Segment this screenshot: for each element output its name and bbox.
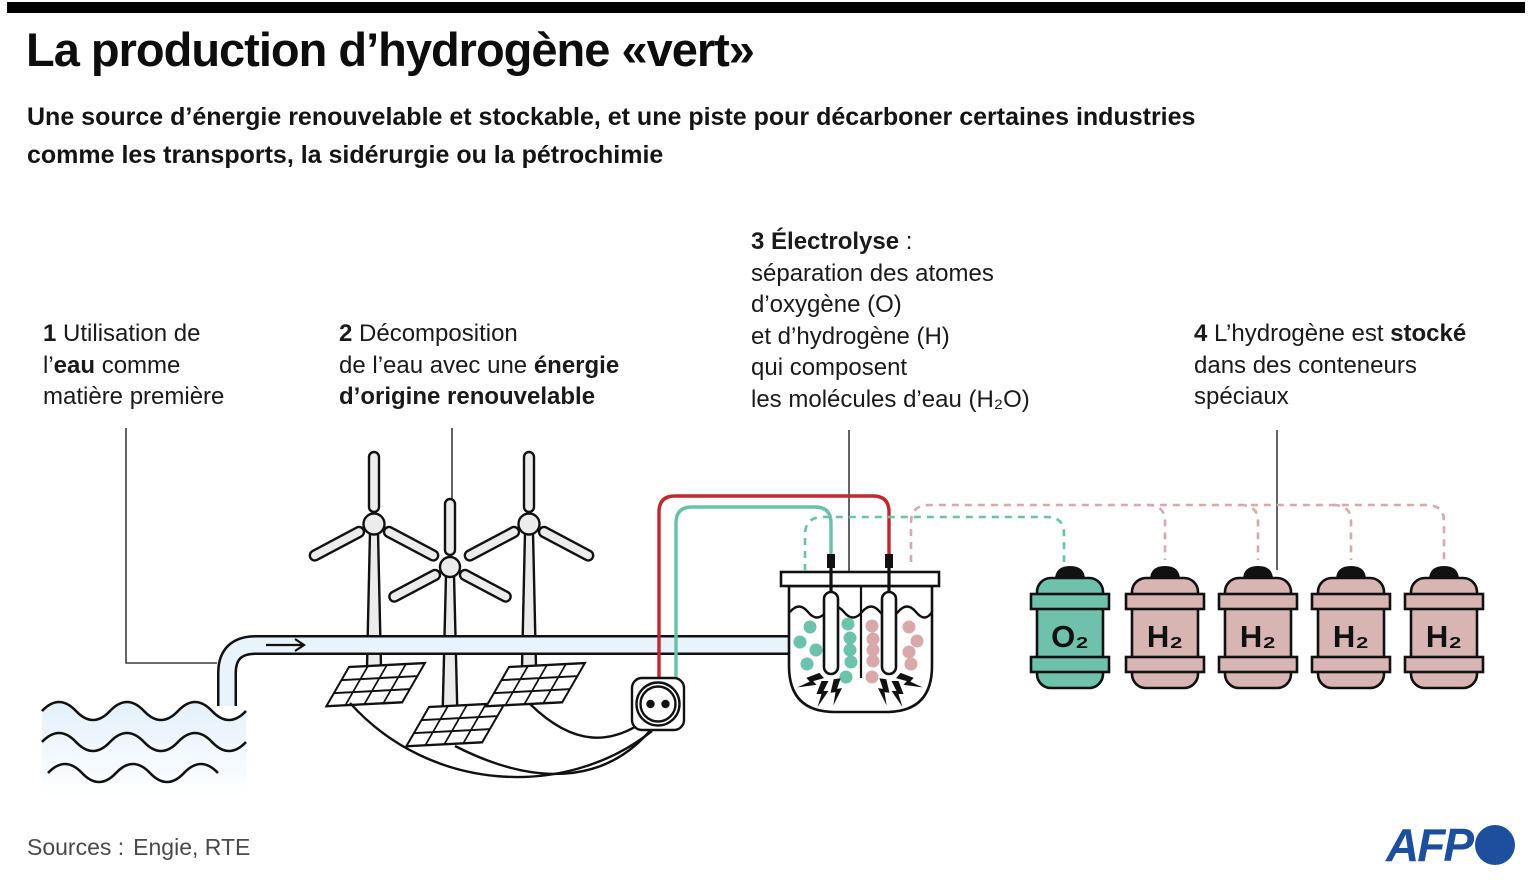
step-text-line: et d’hydrogène (H) [751,321,1030,353]
sources-value: Engie, RTE [133,834,251,860]
step-text-line: d’origine renouvelable [339,381,619,413]
top-bar [7,2,1525,13]
subtitle-line-1: Une source d’énergie renouvelable et sto… [27,103,1196,131]
power-cables [349,702,654,779]
container-cap [1429,566,1459,580]
subtitle-line-2: comme les transports, la sidérurgie ou l… [27,141,664,169]
container-cap [1243,566,1273,580]
step-text-line: 4 L’hydrogène est stocké [1194,318,1466,350]
step-text-segment: matière première [43,383,225,410]
step-text-segment: eau [53,351,96,379]
electrode-left [822,590,840,676]
step-text-segment: Utilisation de [56,320,201,347]
afp-logo-dot-icon [1475,825,1515,865]
step-text-line: séparation des atomes [751,258,1030,290]
oxygen-gas-line [803,515,1066,571]
wave-line-2 [41,731,247,753]
step-text-segment: spéciaux [1194,383,1289,410]
tank-water-line [789,605,934,619]
leader-line-step-1 [125,428,217,664]
red-electric-wire [657,494,891,680]
step-text-segment: 2 [339,320,353,347]
page-subtitle: Une source d’énergie renouvelable et sto… [27,98,1195,174]
step-text-segment: de l’eau avec une [339,351,534,379]
hydrogen-container-4: H₂ [1403,566,1485,690]
power-socket-icon [630,676,686,732]
step-text-segment: les molécules d’eau (H₂O) [751,385,1030,413]
step-text-segment: d’origine renouvelable [339,383,596,410]
container-label: O₂ [1051,619,1089,654]
green-electric-wire [674,505,833,680]
water-source [41,700,247,797]
step-text-segment: comme [95,351,181,379]
step-text-segment: et d’hydrogène (H) [751,322,950,350]
hydrogen-container-1: H₂ [1124,566,1206,690]
oxygen-container: O₂ [1029,566,1111,690]
step-text-line: qui composent [751,352,1030,384]
container-cap [1336,566,1366,580]
step-text-line: d’oxygène (O) [751,289,1030,321]
step-text-segment: l’ [43,351,54,379]
step-text-segment: séparation des atomes [751,259,994,287]
step-text-segment: dans des conteneurs [1194,351,1417,379]
storage-containers: O₂ H₂ H₂ H₂ [1029,566,1485,690]
afp-logo: AFP [1386,822,1515,868]
step-text-segment: d’oxygène (O) [751,291,902,318]
wave-line-3 [47,762,219,784]
step-text-segment: : [899,228,913,255]
step-text-line: les molécules d’eau (H₂O) [751,384,1030,416]
electrolysis-tank [779,554,941,714]
step-text-segment: Décomposition [352,320,518,347]
hydrogen-bubbles [865,619,924,684]
oxygen-bubbles [793,617,858,684]
hydrogen-container-3: H₂ [1310,566,1392,690]
step-text-line: matière première [43,381,224,413]
tank-lid [779,570,941,588]
sources-label: Sources : [27,834,125,860]
step-text-line: 2 Décomposition [339,318,619,350]
container-label: H₂ [1147,619,1183,654]
container-cap [1055,566,1085,580]
leader-lines [125,428,1278,664]
step-text-segment: qui composent [751,354,908,381]
step-text-line: de l’eau avec une énergie [339,350,619,382]
hydrogen-container-2: H₂ [1217,566,1299,690]
electrodes [822,554,898,676]
step-text-line: dans des conteneurs [1194,350,1466,382]
water-pipe [217,635,789,706]
step-text-line: 1 Utilisation de [43,318,224,350]
electrode-right [880,590,898,676]
step-text-segment: 3 Électrolyse [751,228,900,255]
solar-panel-3 [484,661,587,708]
container-label: H₂ [1426,619,1462,654]
wave-line-1 [41,700,247,722]
step-text-line: 3 Électrolyse : [751,226,1030,258]
step-text-line: spéciaux [1194,381,1466,413]
container-label: H₂ [1240,619,1276,654]
afp-logo-text: AFP [1386,819,1474,871]
gas-lines [803,503,1446,571]
step-text-segment: L’hydrogène est [1207,320,1391,347]
solar-panel-2 [404,701,507,748]
step-text-segment: 4 [1194,320,1208,347]
solar-panel-1 [324,661,427,708]
step-text-segment: stocké [1390,320,1467,347]
step-text-segment: énergie [533,351,620,379]
sources-line: Sources : Engie, RTE [27,834,250,861]
hydrogen-gas-lines [909,503,1446,562]
step-text-line: l’eau comme [43,350,224,382]
page-title: La production d’hydrogène «vert» [26,23,755,76]
container-label: H₂ [1333,619,1369,654]
flow-arrow-icon [266,638,306,652]
container-cap [1150,566,1180,580]
step-text-segment: 1 [43,320,57,347]
